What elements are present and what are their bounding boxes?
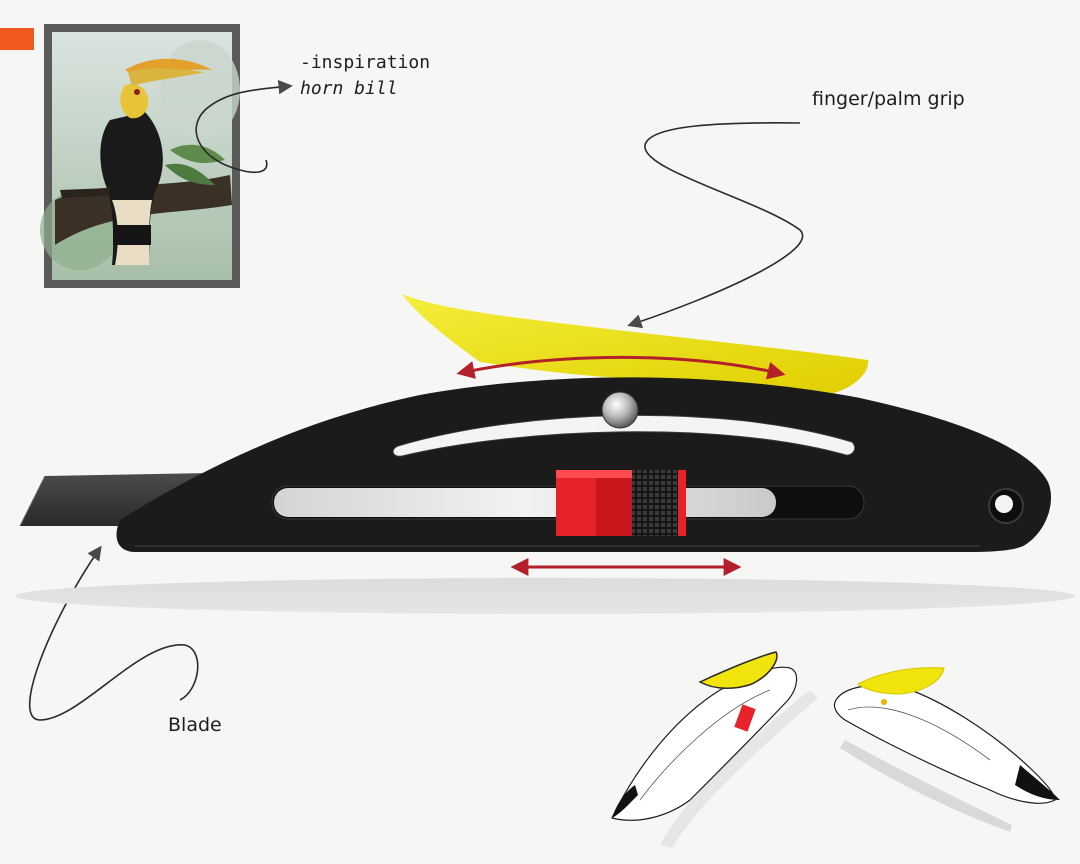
concept-sketch-2 — [834, 668, 1060, 832]
corner-tab — [0, 28, 34, 50]
inspiration-label: -inspiration — [300, 52, 430, 74]
knife-floor-shadow — [15, 578, 1075, 614]
concept-sketch-1 — [612, 652, 818, 848]
blade-label: Blade — [168, 714, 222, 736]
inspiration-callout-tail — [240, 160, 267, 172]
pivot-pin — [602, 392, 638, 428]
inspiration-subject-label: horn bill — [300, 78, 398, 100]
grip-label: finger/palm grip — [812, 88, 965, 110]
blade-slider — [556, 470, 686, 536]
blade-callout-line — [30, 548, 198, 720]
blade-channel-insert — [274, 488, 776, 517]
slider-grip-texture — [632, 470, 678, 536]
grip-callout-line — [630, 123, 803, 325]
